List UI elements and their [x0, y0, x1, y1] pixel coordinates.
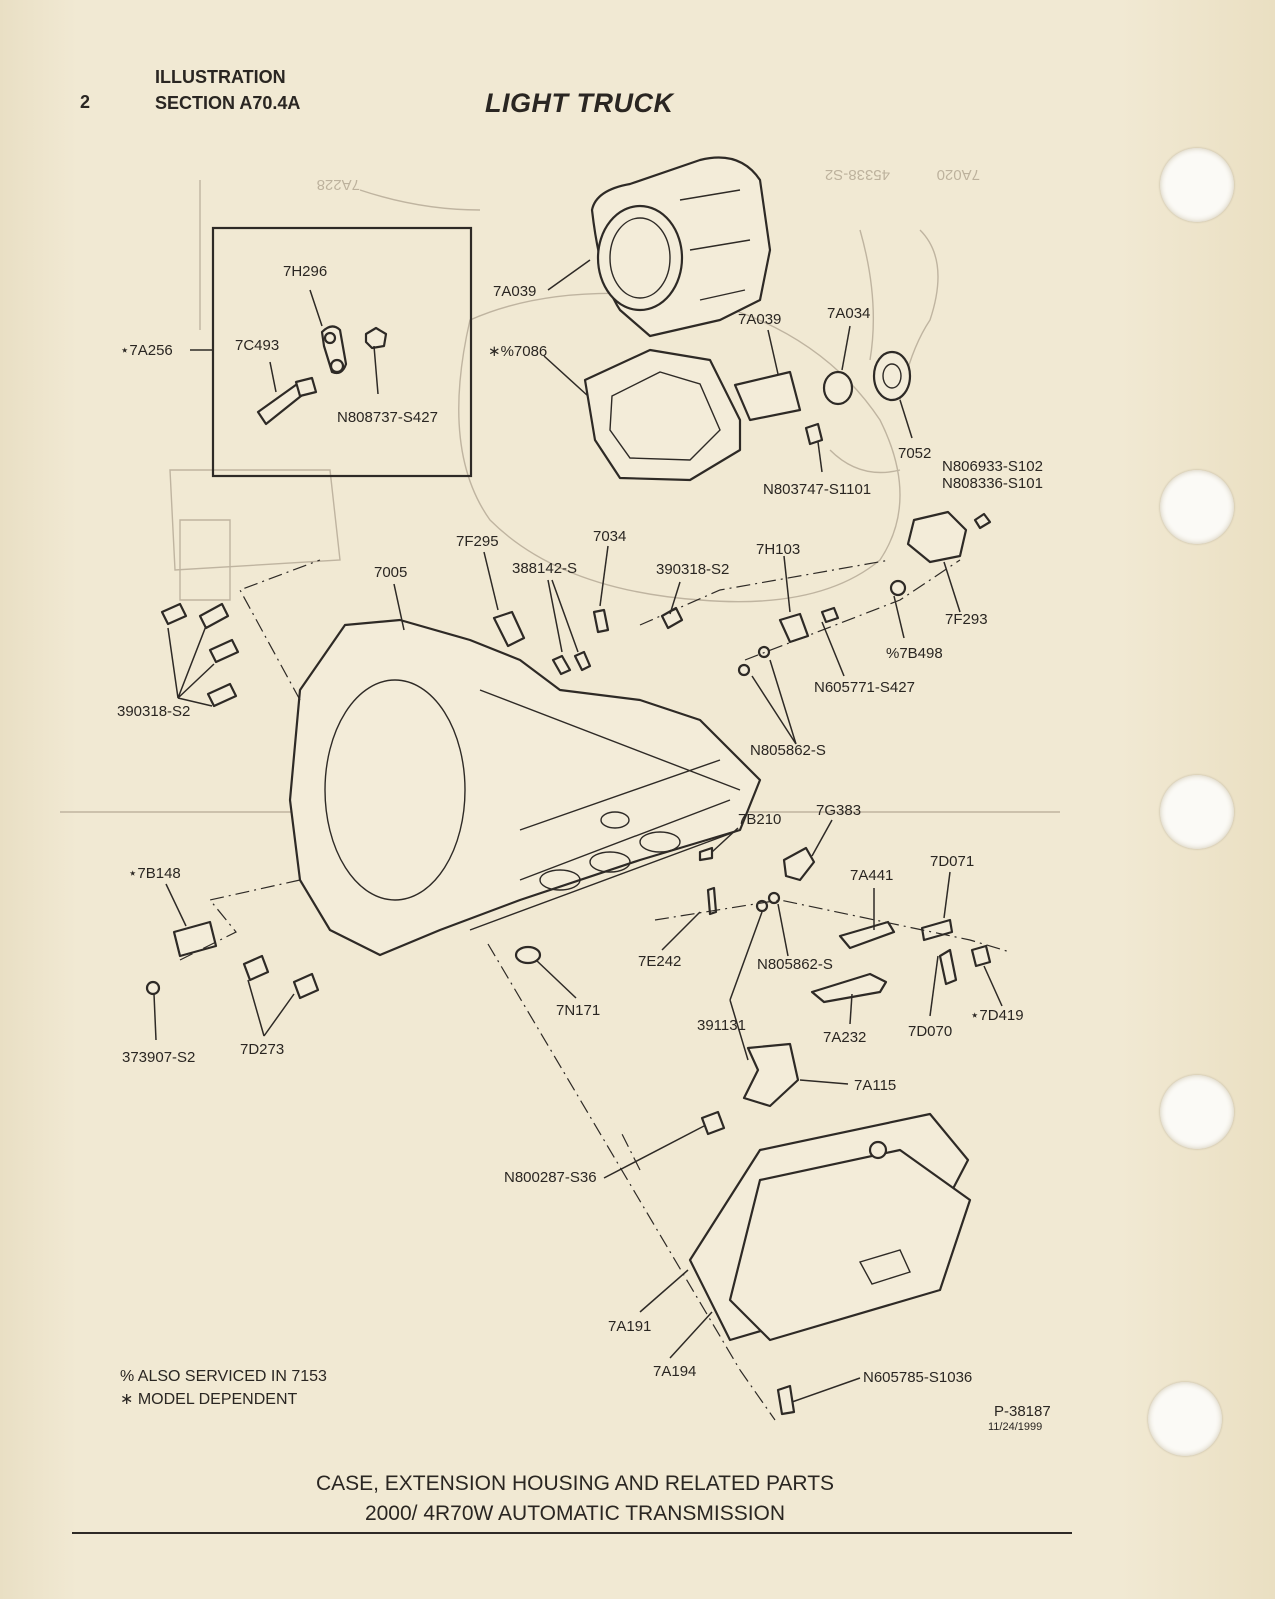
callout-7B210: 7B210 [738, 811, 781, 828]
callout-7D273: 7D273 [240, 1041, 284, 1058]
callout-7A441: 7A441 [850, 867, 893, 884]
figure-date: 11/24/1999 [988, 1421, 1043, 1433]
caption-line-1: CASE, EXTENSION HOUSING AND RELATED PART… [315, 1472, 835, 1495]
callout-7A232: 7A232 [823, 1029, 866, 1046]
figure-number: P-38187 [994, 1403, 1051, 1420]
inset-detail-box [211, 226, 473, 478]
binder-hole [1160, 148, 1234, 222]
callout-7D419: ⋆7D419 [970, 1007, 1024, 1024]
callout-7F295: 7F295 [456, 533, 499, 550]
callout-7E242: 7E242 [638, 953, 681, 970]
callout-7086: ∗%7086 [488, 343, 547, 360]
callout-7H103: 7H103 [756, 541, 800, 558]
callout-7C493: 7C493 [235, 337, 279, 354]
callout-7D071: 7D071 [930, 853, 974, 870]
inset-parts [256, 325, 388, 426]
fasteners-and-small-parts [145, 602, 992, 1416]
callout-leaders [153, 259, 1003, 1403]
callout-7B148: ⋆7B148 [128, 865, 181, 882]
callout-7A034: 7A034 [827, 305, 870, 322]
callout-7A115: 7A115 [854, 1077, 896, 1094]
callout-7G383: 7G383 [816, 802, 861, 819]
callout-388142-S: 388142-S [512, 560, 577, 577]
callout-N808336-S101: N808336-S101 [942, 475, 1043, 492]
transmission-case-7005 [288, 618, 762, 957]
callout-7A039: 7A039 [738, 311, 781, 328]
callout-7B498: %7B498 [886, 645, 943, 662]
binder-hole [1160, 775, 1234, 849]
callout-390318-S2-upper: 390318-S2 [656, 561, 729, 578]
footer-rule [72, 1532, 1072, 1534]
binder-hole [1160, 1075, 1234, 1149]
extension-housing-7A039 [590, 156, 772, 338]
callout-N605771-S427: N605771-S427 [814, 679, 915, 696]
callout-7A194: 7A194 [653, 1363, 696, 1380]
legend-also-serviced: % ALSO SERVICED IN 7153 [120, 1368, 327, 1385]
callout-N805862-S-lower: N805862-S [757, 956, 833, 973]
callout-N808737-S427: N808737-S427 [337, 409, 438, 426]
callout-7H296: 7H296 [283, 263, 327, 280]
svg-text:7A020: 7A020 [937, 166, 980, 183]
callout-373907-S2: 373907-S2 [122, 1049, 195, 1066]
binder-hole [1148, 1382, 1222, 1456]
callout-7005: 7005 [374, 564, 407, 581]
callout-390318-S2-left: 390318-S2 [117, 703, 190, 720]
callout-7034: 7034 [593, 528, 626, 545]
legend-model-dependent: ∗ MODEL DEPENDENT [120, 1391, 298, 1408]
assembly-centerlines [179, 559, 1011, 1421]
page-title: LIGHT TRUCK [485, 88, 674, 118]
callout-7D070: 7D070 [908, 1023, 952, 1040]
callout-N803747-S1101: N803747-S1101 [763, 481, 871, 498]
header-section: SECTION A70.4A [155, 93, 301, 113]
callout-7A039-top: 7A039 [493, 283, 536, 300]
callout-N800287-S36: N800287-S36 [504, 1169, 597, 1186]
callout-7052: 7052 [898, 445, 931, 462]
callout-N605785-S1036: N605785-S1036 [863, 1369, 972, 1386]
caption-line-2: 2000/ 4R70W AUTOMATIC TRANSMISSION [364, 1502, 786, 1525]
page-number: 2 [80, 92, 91, 112]
adapter-housing-7086 [583, 348, 992, 597]
callout-7F293: 7F293 [945, 611, 988, 628]
callout-7N171: 7N171 [556, 1002, 600, 1019]
binder-hole [1160, 470, 1234, 544]
callout-N805862-S-upper: N805862-S [750, 742, 826, 759]
svg-text:45338-S2: 45338-S2 [825, 166, 890, 183]
svg-text:7A228: 7A228 [317, 176, 360, 193]
callout-7A256: ⋆7A256 [120, 342, 173, 359]
callout-N806933-S102: N806933-S102 [942, 458, 1043, 475]
oil-pan-7A194 [688, 1112, 972, 1342]
callout-7A191: 7A191 [608, 1318, 651, 1335]
header-illustration: ILLUSTRATION [155, 67, 286, 87]
part-number-callouts: 7H296 7C493 ⋆7A256 N808737-S427 7A039 7A… [117, 263, 1043, 1386]
callout-391131: 391131 [697, 1017, 746, 1034]
